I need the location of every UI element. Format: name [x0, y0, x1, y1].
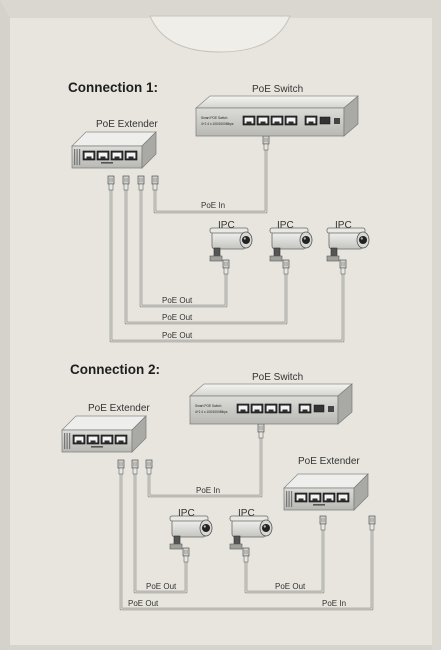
connection2-switch-label: PoE Switch [252, 372, 303, 383]
connection2-poe-in-right-label: PoE In [322, 599, 346, 608]
connection1-title: Connection 1: [68, 80, 158, 95]
right-extender-plug-out [319, 515, 327, 531]
switch1-model: 4+2 4 x 100/1000Mbps [201, 122, 234, 126]
ipc2-plug [282, 259, 290, 275]
switch2-model: 4+2 4 x 100/1000Mbps [195, 410, 228, 414]
ipc1-label: IPC [218, 220, 235, 231]
switch2-uplink-plug [257, 423, 265, 439]
ipc2-2-plug [242, 547, 250, 563]
connection2-title: Connection 2: [70, 362, 160, 377]
connection2-right-extender-label: PoE Extender [298, 456, 360, 467]
connection1-switch-label: PoE Switch [252, 84, 303, 95]
connection1-extender-label: PoE Extender [96, 119, 158, 130]
ipc2-label: IPC [277, 220, 294, 231]
switch2-brand: Smart POE Switch [195, 404, 222, 408]
left-edge-shadow [0, 0, 10, 650]
connection2-ipc1-label: IPC [178, 508, 195, 519]
extender-plug-4 [151, 175, 159, 191]
connection2-right-poe-extender [284, 474, 368, 510]
extender2-plug-1 [117, 459, 125, 475]
extender2-plug-2 [131, 459, 139, 475]
right-edge-shadow [432, 0, 441, 650]
connection1-poe-out-label-3: PoE Out [162, 331, 193, 340]
connection2-poe-out-label-3: PoE Out [128, 599, 159, 608]
connection2-poe-switch: Smart POE Switch 4+2 4 x 100/1000Mbps [189, 383, 353, 425]
box-tuck-flap [149, 15, 291, 53]
connection2-ipc2-label: IPC [238, 508, 255, 519]
connection1-poe-extender [72, 132, 156, 168]
extender-plug-2 [122, 175, 130, 191]
connection2-cables [119, 438, 374, 611]
ipc3-plug [339, 259, 347, 275]
connection1-cables [109, 150, 345, 343]
connection1-poe-out-label-1: PoE Out [162, 296, 193, 305]
right-extender-plug-in [368, 515, 376, 531]
connection2-poe-out-label-2: PoE Out [275, 582, 306, 591]
connection2-left-extender-label: PoE Extender [88, 403, 150, 414]
extender-plug-3 [137, 175, 145, 191]
top-flap-edge [0, 0, 441, 18]
ipc2-1-plug [182, 547, 190, 563]
switch1-brand: Smart POE Switch [201, 116, 228, 120]
extender-plug-1 [107, 175, 115, 191]
connection1-poe-in-label: PoE In [201, 201, 225, 210]
ipc3-label: IPC [335, 220, 352, 231]
switch-uplink-plug [262, 135, 270, 151]
connection1-poe-switch: Smart POE Switch 4+2 4 x 100/1000Mbps [195, 95, 359, 137]
extender2-plug-3 [145, 459, 153, 475]
connection1-poe-out-label-2: PoE Out [162, 313, 193, 322]
ipc1-plug [222, 259, 230, 275]
connection2-poe-in-left-label: PoE In [196, 486, 220, 495]
connection2-left-poe-extender [62, 416, 146, 452]
bottom-edge [10, 645, 432, 650]
connection2-poe-out-label-1: PoE Out [146, 582, 177, 591]
